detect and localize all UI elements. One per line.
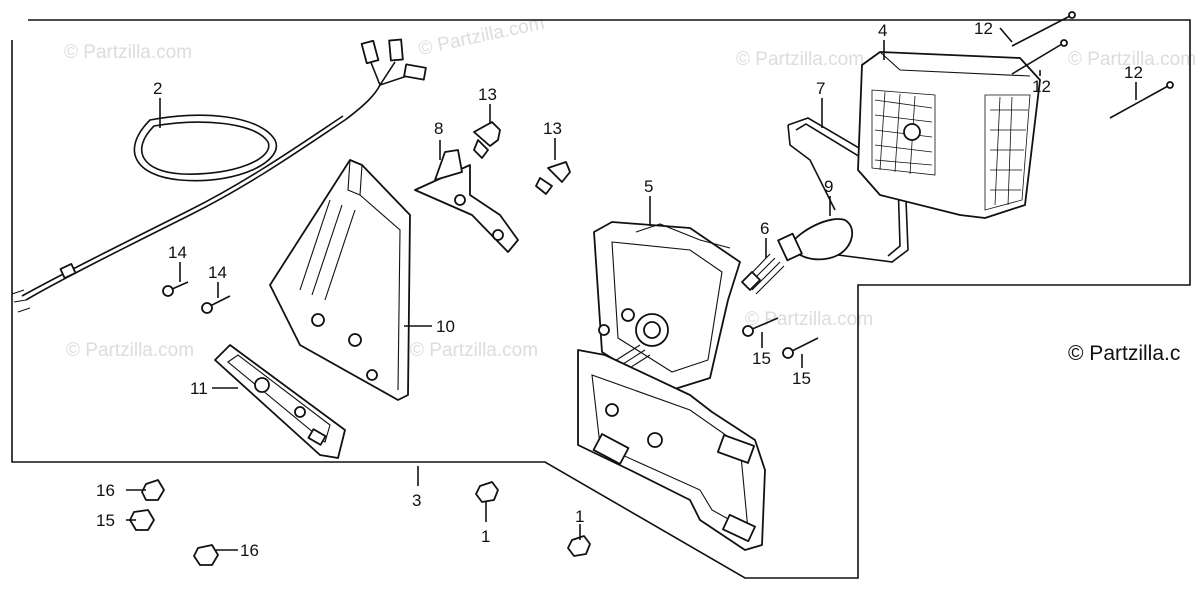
screw-part-14-a	[162, 281, 189, 297]
callout-11: 11	[190, 379, 208, 398]
nut-part-16-b	[193, 544, 219, 566]
callout-6: 6	[760, 219, 769, 238]
callout-1: 1	[575, 507, 584, 526]
watermark: © Partzilla.com	[410, 340, 538, 361]
plate-part-11	[214, 344, 346, 459]
callout-16: 16	[96, 481, 115, 500]
callout-5: 5	[644, 177, 653, 196]
callout-12: 12	[1032, 77, 1051, 96]
callout-13: 13	[478, 85, 497, 104]
watermark: © Partzilla.com	[64, 42, 192, 63]
callout-10: 10	[436, 317, 455, 336]
bracket-part-8	[414, 149, 519, 253]
tail-lens-part-4	[857, 51, 1041, 219]
watermark: © Partzilla.com	[736, 49, 864, 70]
screw-part-12-b	[1011, 39, 1068, 75]
callout-15: 15	[792, 369, 811, 388]
callout-15: 15	[96, 511, 115, 530]
leader-lines	[126, 27, 1137, 551]
screw-part-14-b	[201, 295, 231, 314]
callout-12: 12	[1124, 63, 1143, 82]
callout-7: 7	[816, 79, 825, 98]
callout-15: 15	[752, 349, 771, 368]
callout-1: 1	[481, 527, 490, 546]
callout-8: 8	[434, 119, 443, 138]
watermark: © Partzilla.com	[66, 340, 194, 361]
screw-part-12-a	[1011, 11, 1076, 47]
copyright-text: © Partzilla.c	[1068, 342, 1180, 365]
wire-harness-part-2	[11, 38, 427, 313]
nut-part-1-b	[567, 535, 591, 557]
assembly-frame	[11, 19, 1191, 579]
lamp-base-part-5	[584, 221, 741, 393]
callout-14: 14	[168, 243, 187, 262]
clip-part-13-b	[535, 161, 571, 195]
clip-part-13-a	[473, 121, 501, 159]
watermark: © Partzilla.com	[1068, 49, 1196, 70]
screw-part-15-a	[742, 317, 779, 337]
bulb-part-9	[777, 218, 854, 262]
callout-4: 4	[878, 21, 887, 40]
nut-part-1-a	[475, 481, 499, 503]
spring-part-6	[741, 253, 785, 295]
nut-part-16-a	[141, 479, 165, 501]
callout-14: 14	[208, 263, 227, 282]
housing-part-10	[269, 159, 411, 401]
plate-bracket	[577, 349, 766, 551]
callout-labels: 2 8 13 13 14 14 10 11 3 1 1 16 15 16 5 6…	[96, 19, 1143, 560]
callout-13: 13	[543, 119, 562, 138]
callout-12: 12	[974, 19, 993, 38]
callout-3: 3	[412, 491, 421, 510]
screw-part-15-b	[782, 337, 819, 359]
callout-16: 16	[240, 541, 259, 560]
watermark: © Partzilla.com	[745, 309, 873, 330]
screw-part-12-c	[1109, 81, 1174, 119]
callout-9: 9	[824, 177, 833, 196]
callout-2: 2	[153, 79, 162, 98]
